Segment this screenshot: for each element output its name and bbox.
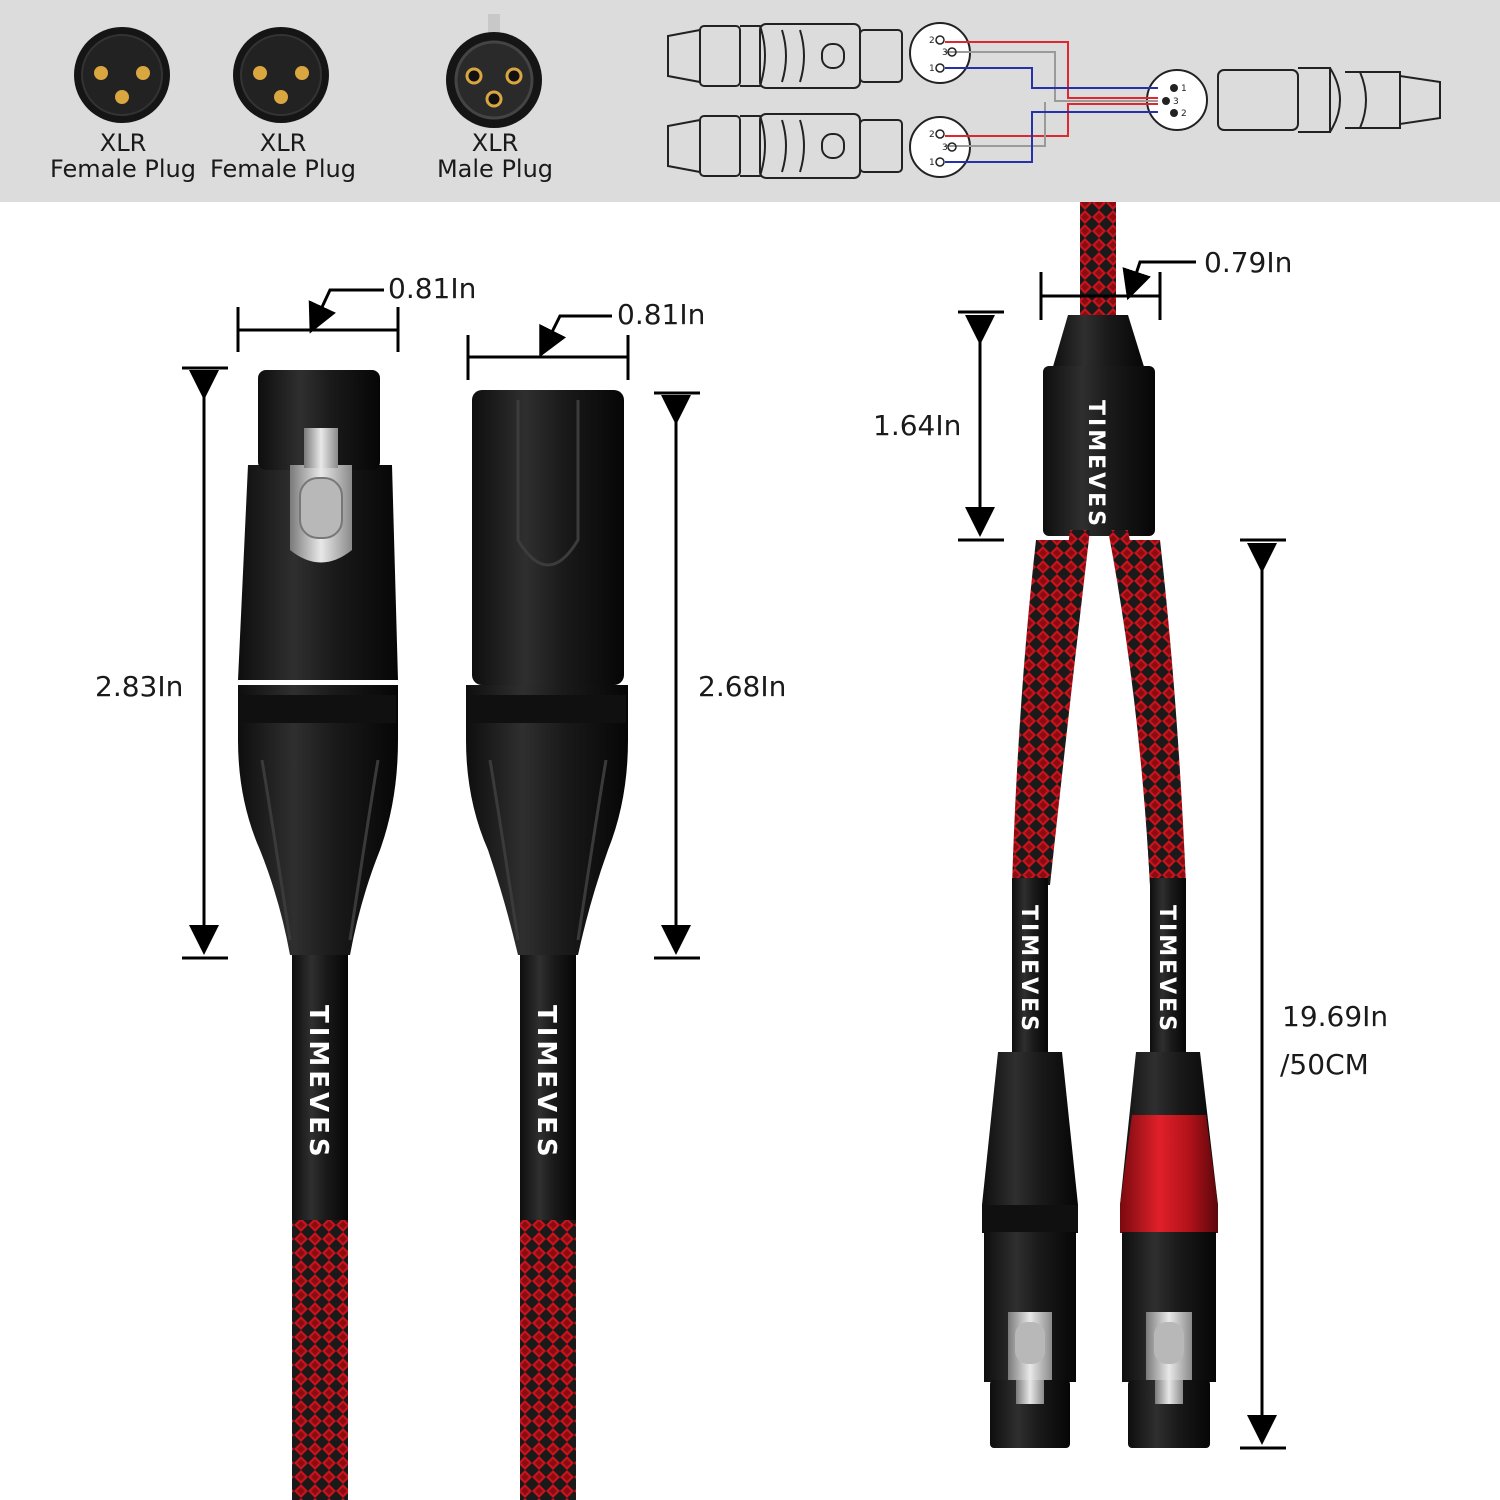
legend-line1: XLR [259,129,307,157]
female-plug-face-icon [233,27,329,123]
brand-label: TIMEVES [1016,905,1041,1034]
diagram-female-connector-bottom [667,113,903,179]
dimension-line-male-length [654,391,700,960]
dimension-line-splitter-length [958,310,1004,542]
male-xlr-connector [466,390,628,1500]
female-length-label: 2.83In [95,670,184,703]
legend-female-plug: XLR Female Plug [202,130,364,182]
pin-label: 1 [929,64,935,74]
pin-label: 1 [1181,84,1187,94]
male-length-label: 2.68In [698,670,787,703]
splitter-length-label: 1.64In [873,409,962,442]
brand-label: TIMEVES [303,1005,333,1161]
dimension-line-splitter-width [1039,260,1196,320]
diagram-female-connector-top [667,23,903,89]
pin-label: 2 [929,130,935,140]
pin-label: 2 [929,36,935,46]
diagram-pin-markers [935,35,1178,167]
y-splitter-cable [1012,202,1186,1058]
legend-female-plug: XLR Female Plug [42,130,204,182]
legend-male-plug: XLR Male Plug [414,130,576,182]
brand-label: TIMEVES [531,1005,561,1161]
female-xlr-connector [238,370,398,1500]
cable-length-inch-label: 19.69In [1282,1000,1389,1033]
pin-label: 3 [942,48,948,58]
pin-label: 1 [929,158,935,168]
diagram-wires [945,41,1158,163]
diagram-male-connector [1217,67,1441,133]
dimension-line-female-width [236,288,400,352]
dimension-line-female-length [182,366,228,960]
dimension-line-cable-length [1240,538,1286,1450]
legend-line2: Female Plug [50,155,196,183]
pin-label: 2 [1181,109,1187,119]
brand-label: TIMEVES [1154,905,1179,1034]
splitter-female-connector-black [982,1052,1078,1448]
pin-label: 3 [942,143,948,153]
female-plug-face-icon [74,27,170,123]
splitter-width-label: 0.79In [1204,246,1293,279]
legend-line1: XLR [471,129,519,157]
legend-line2: Male Plug [436,155,554,183]
pin-label: 3 [1173,97,1179,107]
cable-length-cm-label: /50CM [1280,1048,1369,1081]
splitter-female-connector-red [1120,1052,1218,1448]
legend-line2: Female Plug [210,155,356,183]
male-width-label: 0.81In [617,298,706,331]
male-plug-face-icon [446,14,542,128]
brand-label: TIMEVES [1083,400,1108,529]
female-width-label: 0.81In [388,272,477,305]
dimension-line-male-width [466,314,630,380]
legend-line1: XLR [99,129,147,157]
